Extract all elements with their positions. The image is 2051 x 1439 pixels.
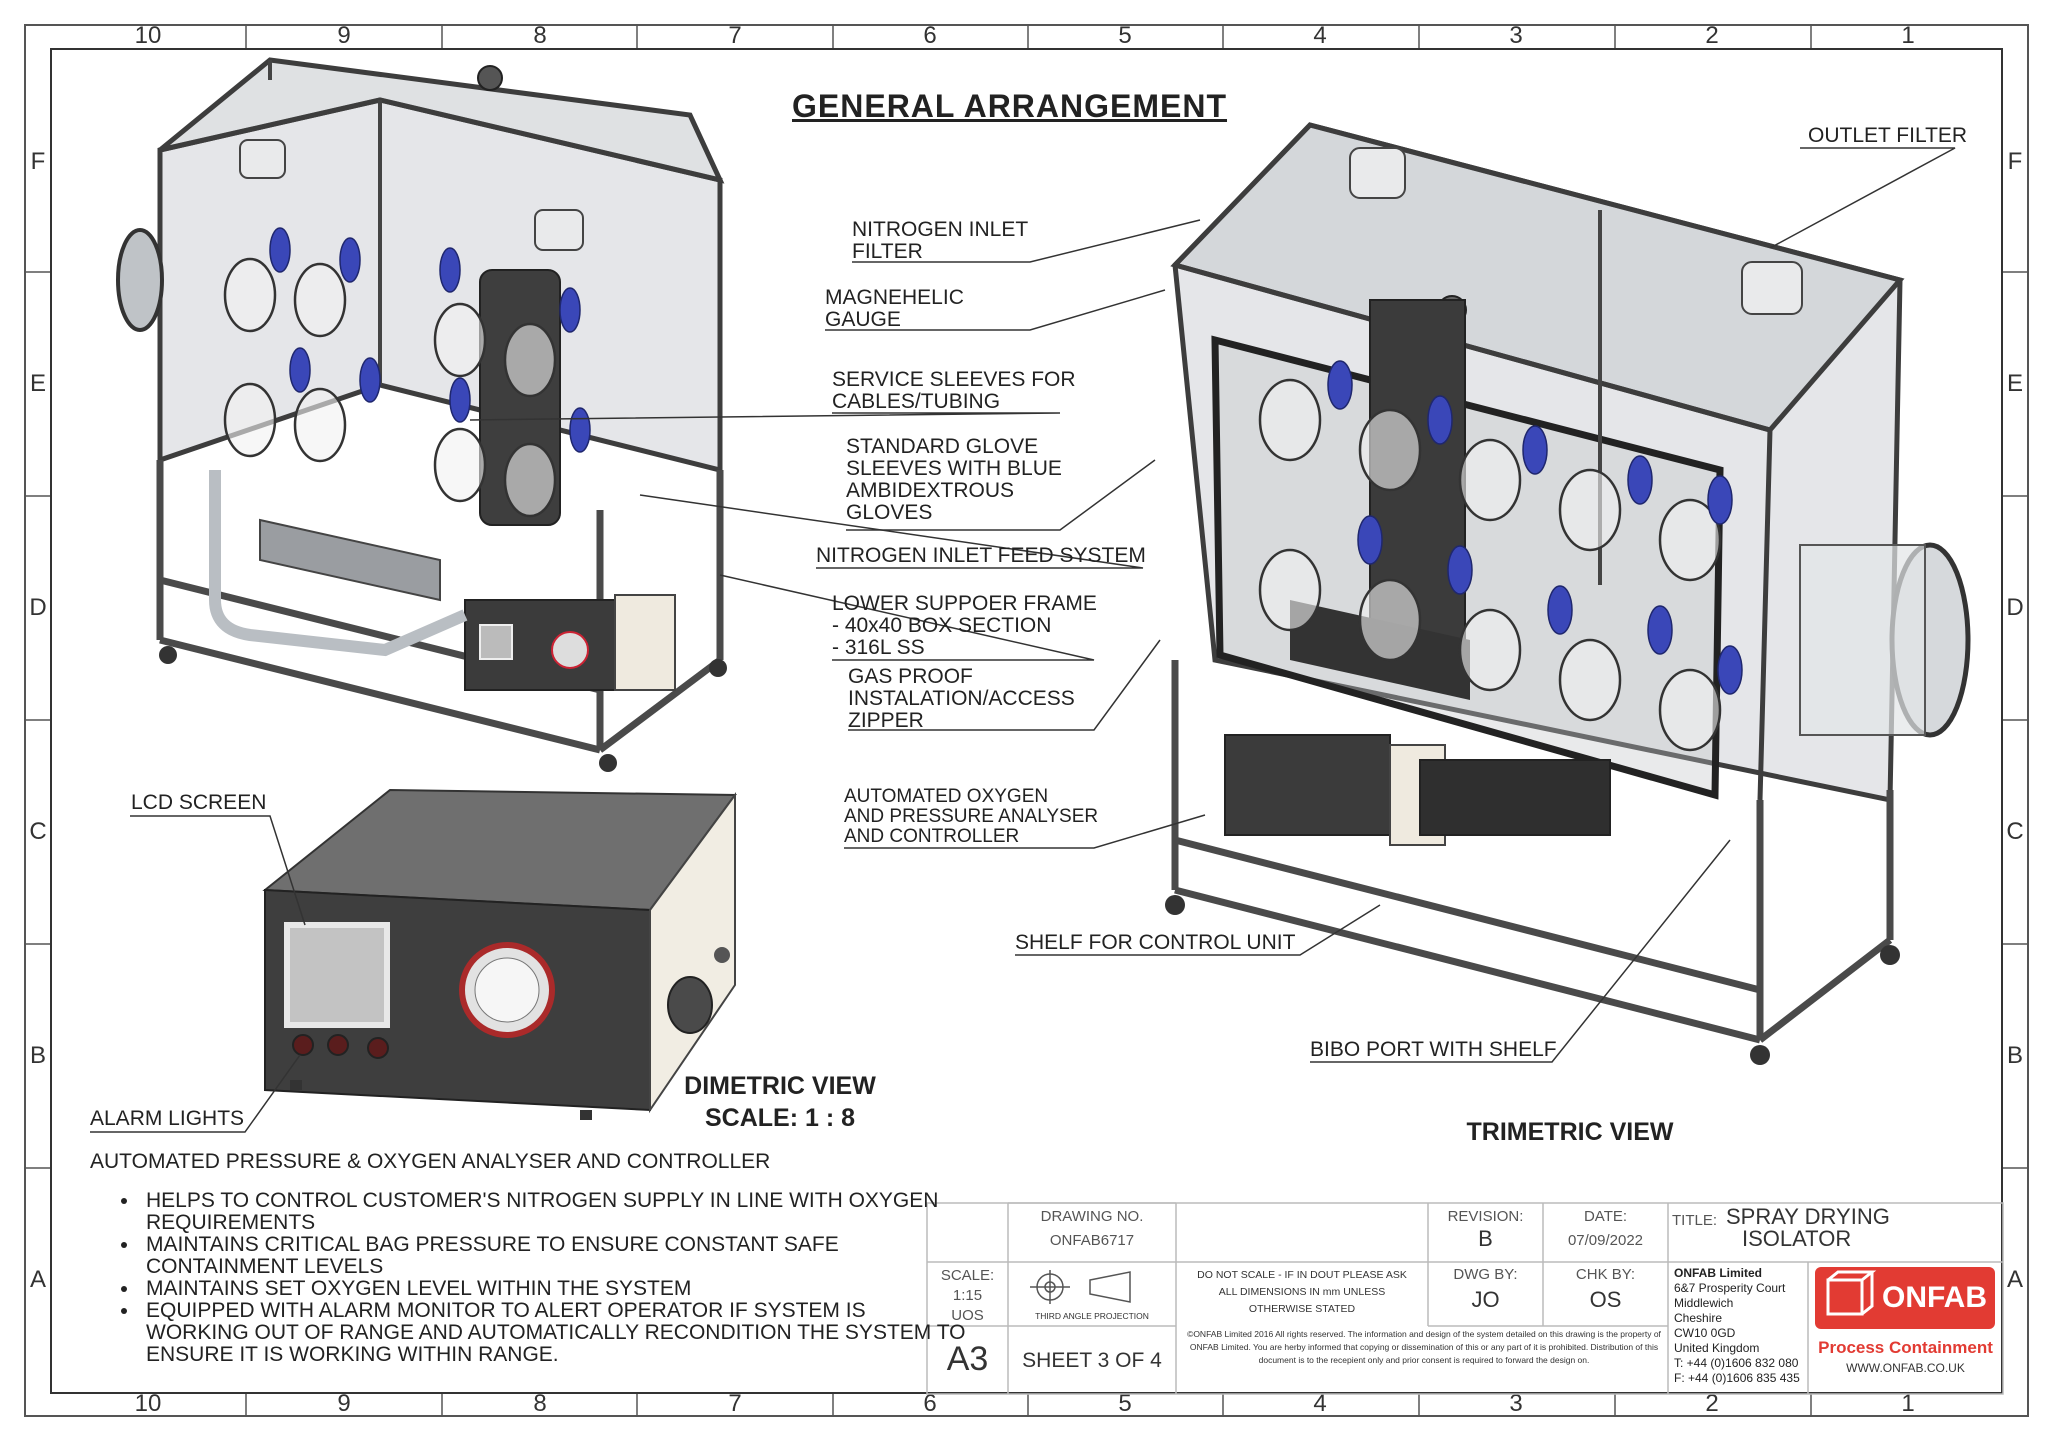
callout-nitrogen-feed: NITROGEN INLET FEED SYSTEM [816,544,1146,567]
zone-col: 7 [728,22,742,49]
sheet-number: SHEET 3 OF 4 [1022,1349,1162,1372]
callout-lcd-screen: LCD SCREEN [131,791,267,814]
zone-row: B [2006,1042,2023,1069]
zone-col: 2 [1705,22,1719,49]
zone-col: 10 [134,22,162,49]
title-line-2: ISOLATOR [1742,1226,1852,1251]
callout-lower-frame: LOWER SUPPOER FRAME - 40x40 BOX SECTION … [832,592,1097,659]
callout-service-sleeves: SERVICE SLEEVES FOR CABLES/TUBING [832,368,1076,413]
zone-row: D [29,594,47,621]
feature-item: MAINTAINS CRITICAL BAG PRESSURE TO ENSUR… [140,1234,970,1278]
drawing-no: ONFAB6717 [1049,1232,1135,1249]
chk-by-value: OS [1589,1287,1622,1312]
callout-nitrogen-inlet-filter: NITROGEN INLET FILTER [852,218,1029,263]
projection-label: THIRD ANGLE PROJECTION [1035,1311,1149,1321]
tagline: Process Containment [1818,1338,1993,1357]
zone-col: 9 [337,22,351,49]
drawing-no-label: DRAWING NO. [1040,1208,1144,1225]
zone-row: C [29,818,47,845]
dimetric-isolator-illustration [116,57,727,772]
zone-row: E [29,370,46,397]
zone-col: 1 [1901,22,1915,49]
callout-shelf-control-unit: SHELF FOR CONTROL UNIT [1015,931,1296,954]
dimetric-scale-label: SCALE: 1 : 8 [704,1104,856,1132]
drawing-title: GENERAL ARRANGEMENT [792,88,1228,124]
zone-row: F [2007,148,2023,175]
units-value: UOS [951,1307,984,1324]
website-link[interactable]: WWW.ONFAB.CO.UK [1846,1361,1965,1375]
revision-value: B [1478,1226,1493,1251]
zone-col: 3 [1509,22,1523,49]
drawing-border [50,48,2003,1394]
zone-col: 10 [134,1390,162,1417]
zone-col: 7 [728,1390,742,1417]
callout-gas-proof-zipper: GAS PROOF INSTALATION/ACCESS ZIPPER [848,665,1075,732]
zone-col: 8 [533,22,547,49]
scale-note-2: ALL DIMENSIONS IN mm UNLESS [1218,1286,1386,1298]
zone-row: C [2006,818,2024,845]
company-address: 6&7 Prosperity Court Middlewich Cheshire… [1674,1281,1800,1385]
zone-col: 5 [1118,1390,1132,1417]
third-angle-projection-symbol [1030,1270,1131,1304]
date-value: 07/09/2022 [1567,1232,1644,1249]
zone-row: D [2006,594,2024,621]
controller-illustration [262,788,737,1120]
callout-alarm-lights: ALARM LIGHTS [90,1107,245,1130]
title-label: TITLE: [1672,1212,1718,1229]
scale-note-3: OTHERWISE STATED [1248,1303,1356,1315]
zone-col: 1 [1901,1390,1915,1417]
zone-row: B [29,1042,46,1069]
zone-col: 3 [1509,1390,1523,1417]
zone-col: 6 [923,1390,937,1417]
dwg-by-label: DWG BY: [1453,1266,1518,1283]
callout-glove-sleeves: STANDARD GLOVE SLEEVES WITH BLUE AMBIDEX… [846,435,1062,524]
leader-lines [90,147,1956,1133]
scale-note-1: DO NOT SCALE - IF IN DOUT PLEASE ASK [1197,1269,1407,1281]
company-name: ONFAB Limited [1674,1266,1763,1280]
copyright-notice: ©ONFAB Limited 2016 All rights reserved.… [1187,1329,1661,1365]
scale-label: SCALE: [940,1267,995,1284]
feature-item: EQUIPPED WITH ALARM MONITOR TO ALERT OPE… [140,1300,970,1366]
scale-value: 1:15 [952,1287,983,1304]
dwg-by-value: JO [1471,1287,1500,1312]
zone-col: 9 [337,1390,351,1417]
zone-row: E [2006,370,2023,397]
title-block-grid [926,1202,2004,1395]
zone-col: 4 [1313,1390,1327,1417]
callout-magnehelic-gauge: MAGNEHELIC GAUGE [825,286,964,331]
trimetric-view-label: TRIMETRIC VIEW [1466,1118,1674,1146]
zone-col: 2 [1705,1390,1719,1417]
zone-col: 5 [1118,22,1132,49]
callout-analyser: AUTOMATED OXYGEN AND PRESSURE ANALYSER A… [844,786,1099,847]
zone-col: 4 [1313,22,1327,49]
zone-row: F [30,148,46,175]
zone-row: A [2006,1266,2023,1293]
revision-label: REVISION: [1447,1208,1524,1225]
zone-row: A [29,1266,46,1293]
dimetric-view-label: DIMETRIC VIEW [684,1072,876,1100]
callout-bibo-port: BIBO PORT WITH SHELF [1310,1038,1557,1061]
feature-item: HELPS TO CONTROL CUSTOMER'S NITROGEN SUP… [140,1190,970,1234]
title-line-1: SPRAY DRYING [1726,1204,1890,1229]
controller-heading: AUTOMATED PRESSURE & OXYGEN ANALYSER AND… [90,1150,771,1173]
paper-size: A3 [946,1340,989,1378]
trimetric-isolator-illustration [1165,122,1971,1065]
zone-col: 8 [533,1390,547,1417]
callout-outlet-filter: OUTLET FILTER [1808,124,1968,147]
chk-by-label: CHK BY: [1575,1266,1636,1283]
onfab-logo [1815,1267,1995,1329]
feature-item: MAINTAINS SET OXYGEN LEVEL WITHIN THE SY… [140,1278,970,1300]
controller-feature-list: HELPS TO CONTROL CUSTOMER'S NITROGEN SUP… [88,1190,970,1366]
zone-col: 6 [923,22,937,49]
onfab-logo-text: ONFAB [1882,1281,1987,1314]
date-label: DATE: [1583,1208,1628,1225]
